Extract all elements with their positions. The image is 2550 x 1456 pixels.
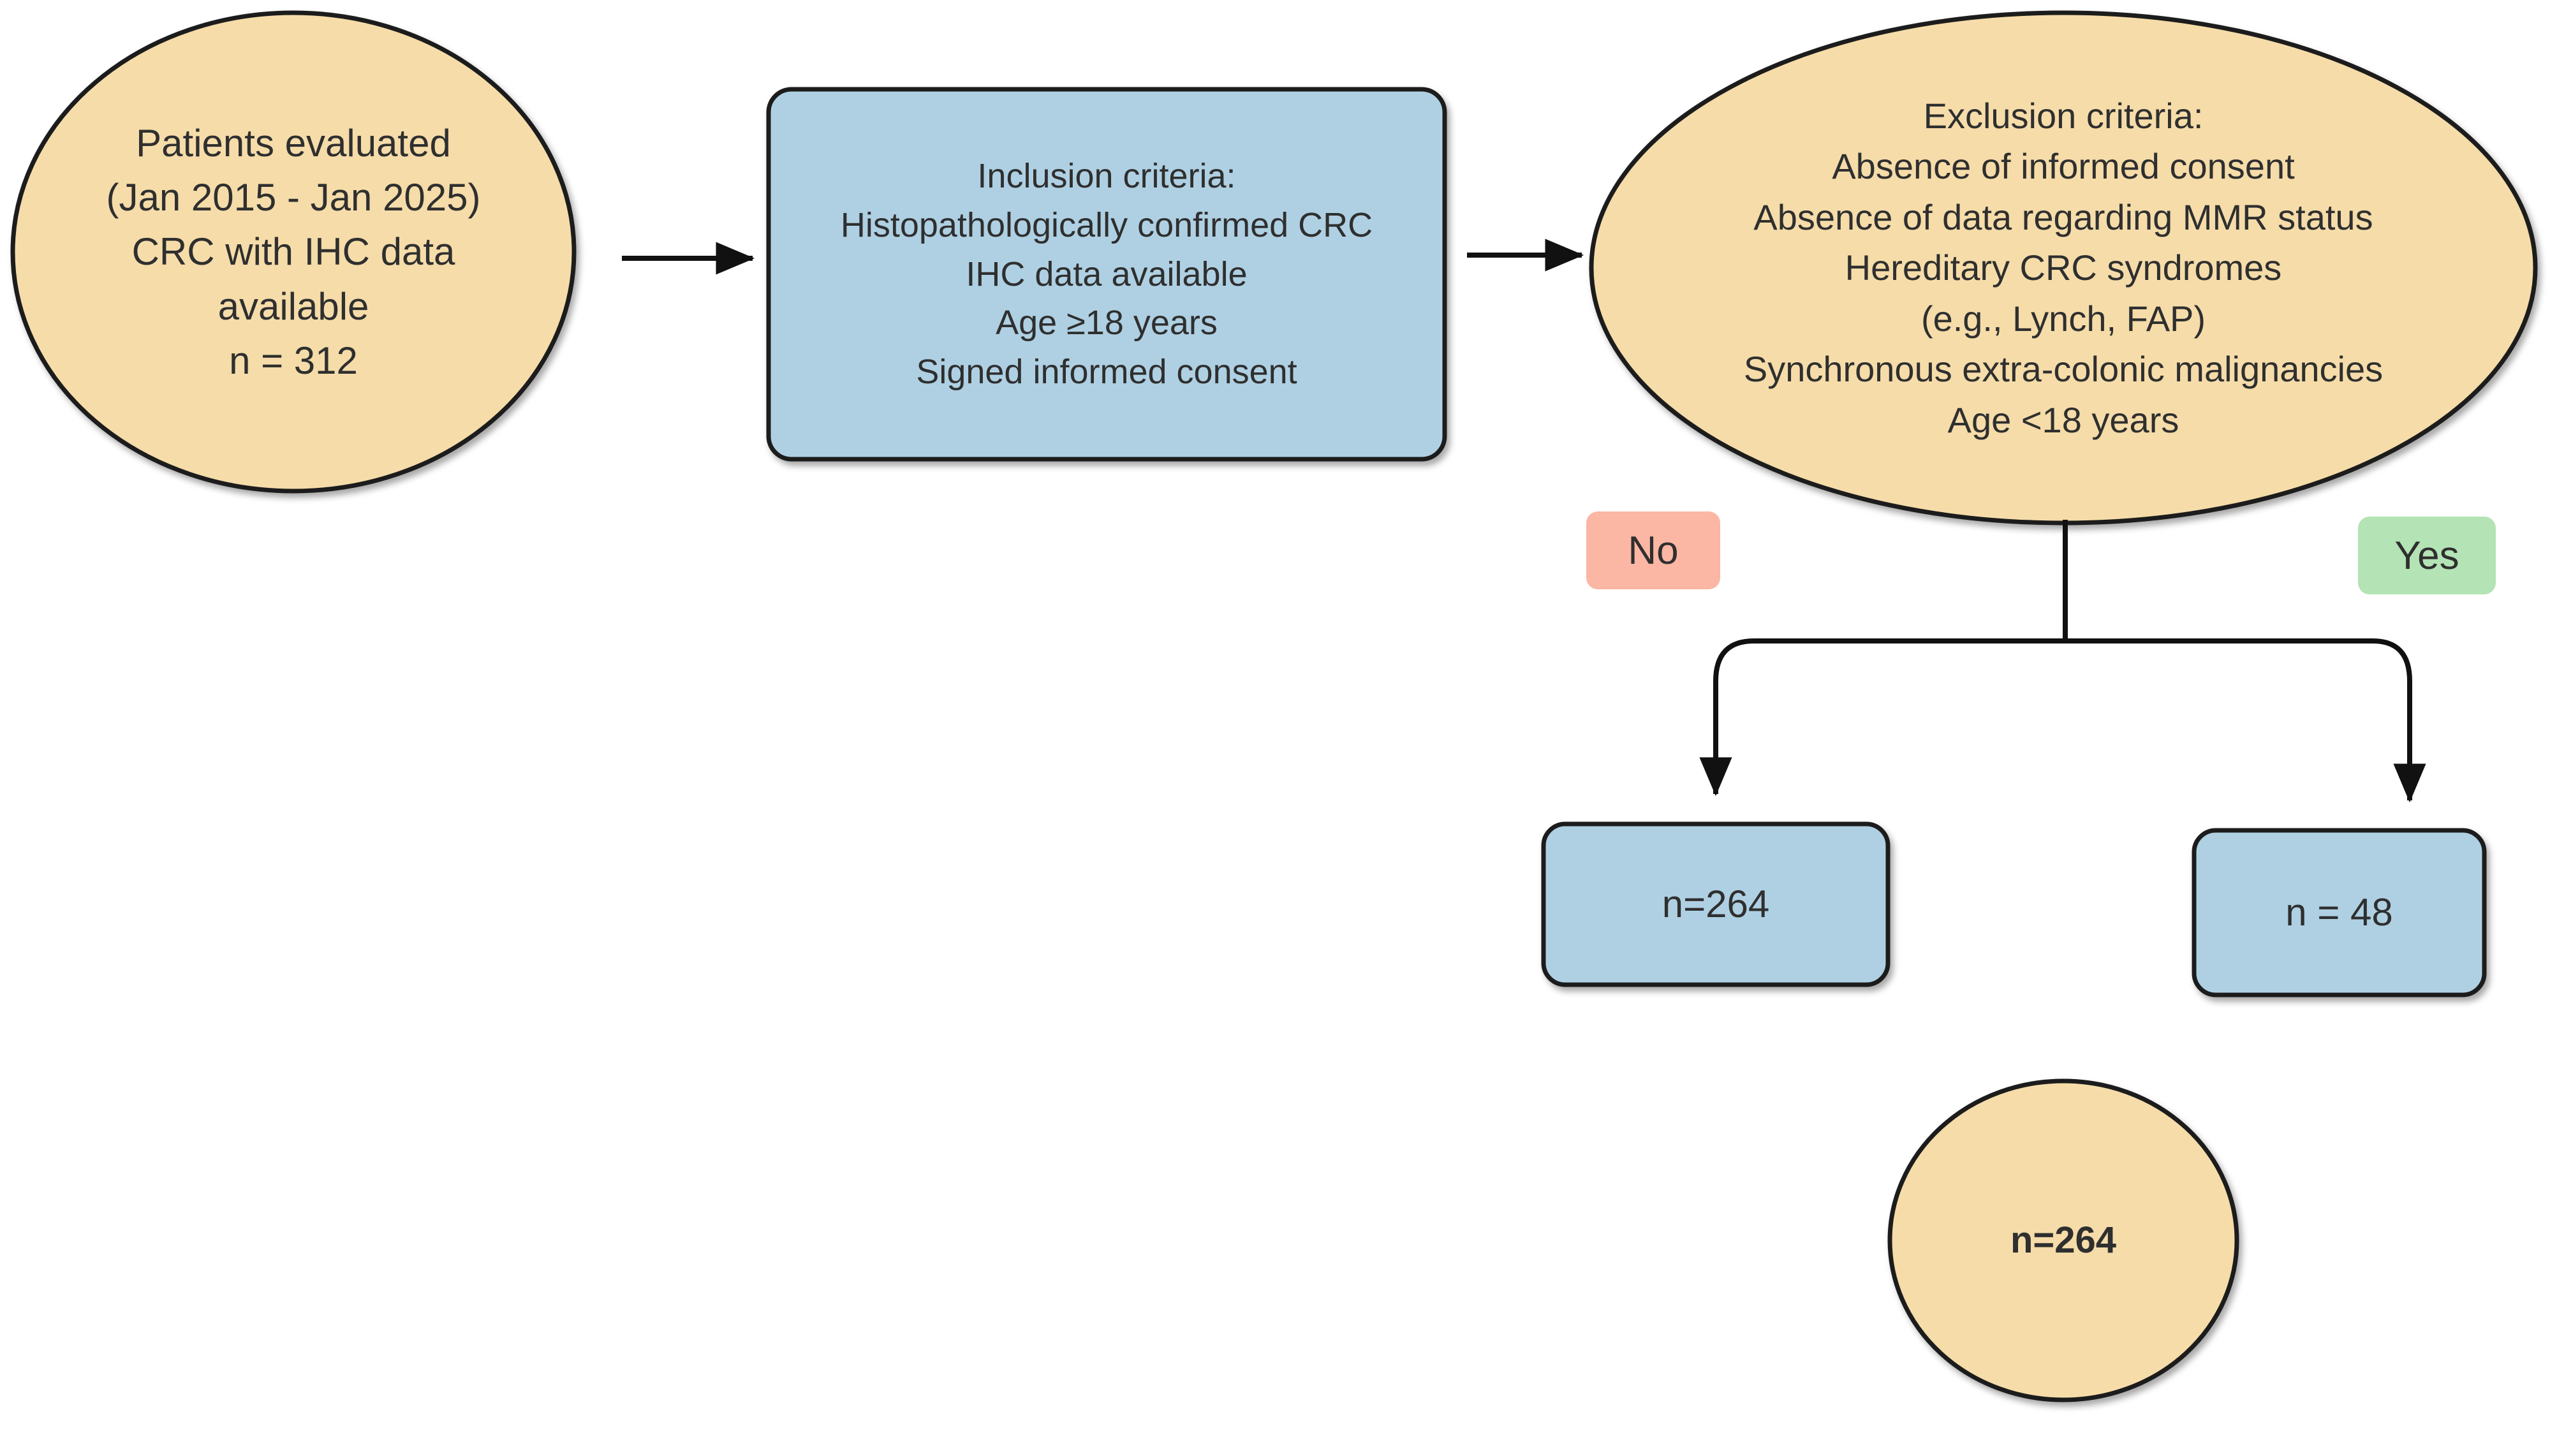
decision-badge-no-label: No [1628,528,1679,573]
node-source-ellipse[interactable] [10,10,577,494]
decision-badge-no[interactable]: No [1586,511,1720,589]
node-final-ellipse[interactable] [1887,1078,2239,1402]
node-exclusion-ellipse[interactable] [1589,10,2538,526]
node-inclusion-box[interactable] [766,87,1447,462]
node-outcome-right-box[interactable] [2192,828,2487,997]
edge-exclusion-to-outcome-right [2065,638,2426,803]
decision-badge-yes-label: Yes [2394,533,2459,578]
edge-exclusion-to-outcome-left [1699,638,2065,797]
decision-badge-yes[interactable]: Yes [2358,517,2496,594]
node-outcome-left-box[interactable] [1541,821,1890,987]
